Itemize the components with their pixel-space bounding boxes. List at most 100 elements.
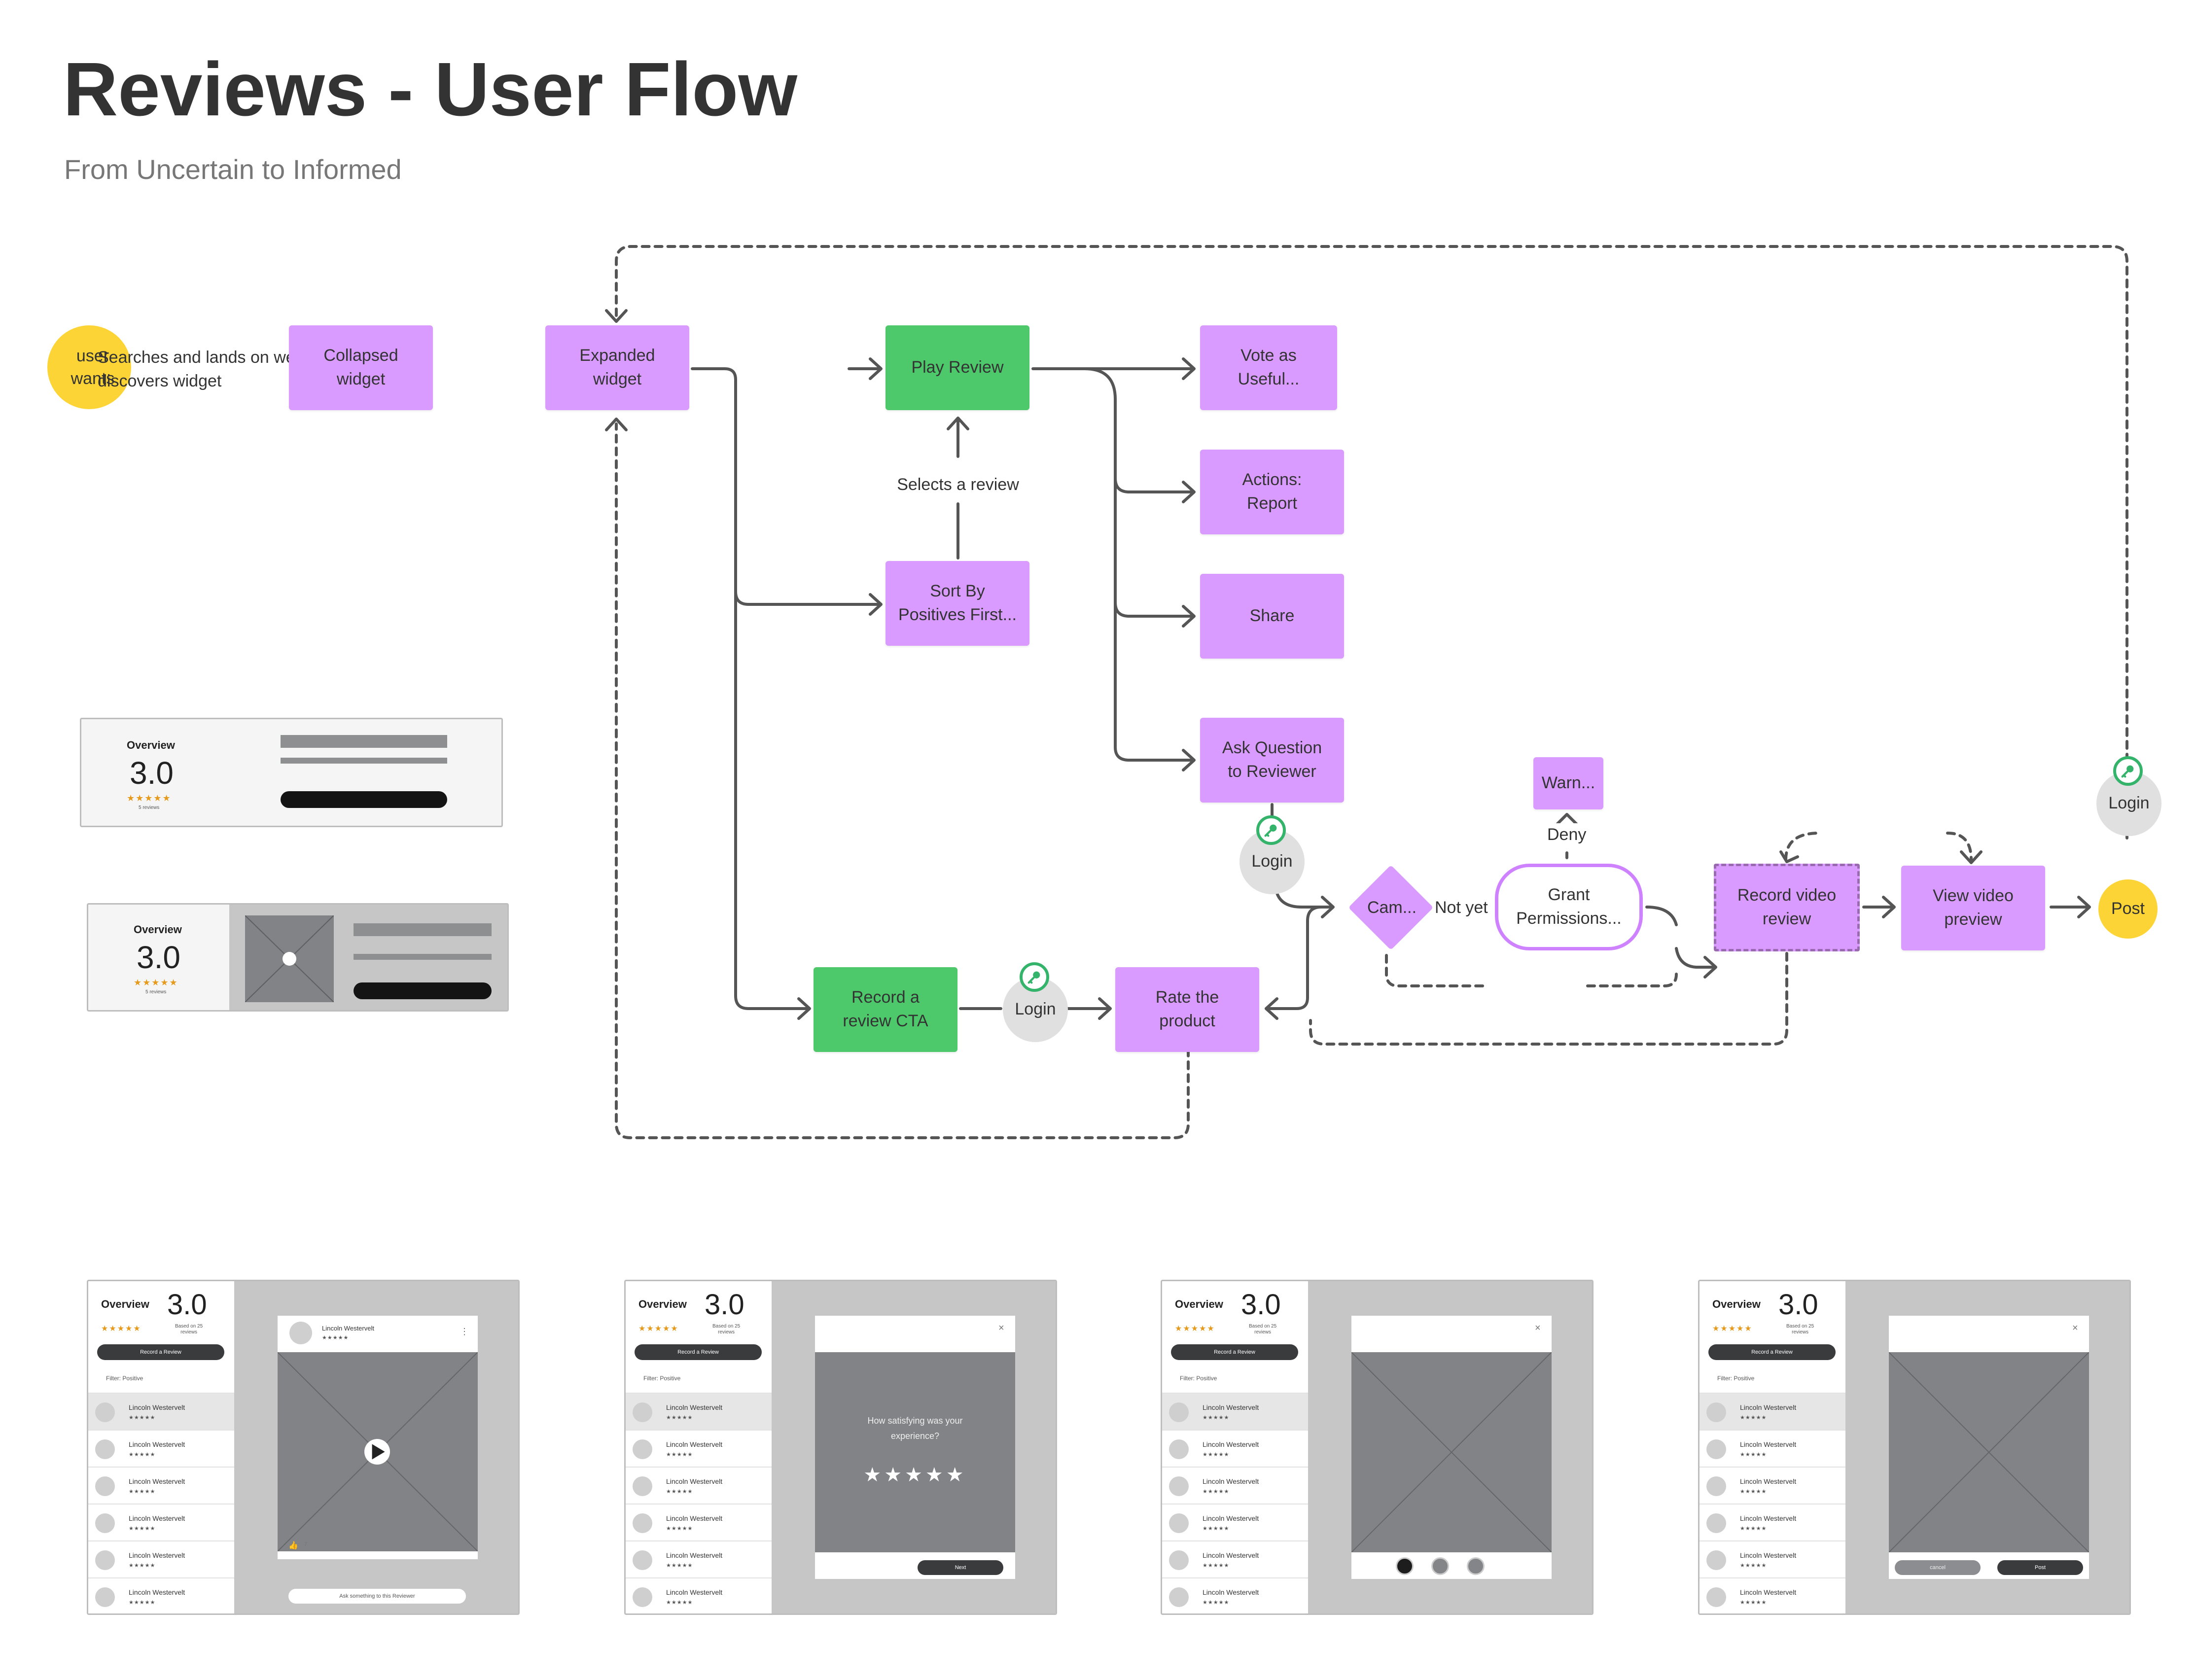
rating-stars[interactable]: ★★★★★ — [863, 1464, 967, 1486]
modal-card: × How satisfying was your experience?★★★★… — [815, 1316, 1015, 1579]
list-item[interactable]: Lincoln Westervelt★★★★★ — [88, 1393, 234, 1431]
sort-by-node[interactable]: Sort By Positives First... — [885, 561, 1029, 646]
overview-score: 3.0 — [167, 1289, 207, 1321]
ask-reviewer-button[interactable]: Ask something to this Reviewer — [288, 1589, 466, 1604]
close-icon[interactable]: × — [1535, 1323, 1541, 1333]
list-item[interactable]: Lincoln Westervelt★★★★★ — [626, 1540, 772, 1578]
play-review-node[interactable]: Play Review — [885, 325, 1029, 410]
collapsed-widget-wireframe: Overview 3.0 ★★★★★ 5 reviews — [80, 718, 503, 827]
cancel-button[interactable]: cancel — [1895, 1560, 1981, 1575]
more-icon[interactable]: ⋮ — [460, 1327, 469, 1336]
list-item[interactable]: Lincoln Westervelt★★★★★ — [88, 1430, 234, 1468]
avatar — [633, 1550, 652, 1570]
rate-product-node[interactable]: Rate the product — [1115, 967, 1259, 1052]
key-icon — [1256, 815, 1286, 845]
ask-question-node[interactable]: Ask Question to Reviewer — [1200, 718, 1344, 803]
page-subtitle: From Uncertain to Informed — [64, 154, 402, 185]
reviewer-stars: ★★★★★ — [1740, 1600, 1767, 1606]
next-button[interactable]: Next — [918, 1560, 1003, 1575]
login-ask-node[interactable]: Login — [1240, 829, 1305, 894]
list-item[interactable]: Lincoln Westervelt★★★★★ — [1162, 1540, 1308, 1578]
avatar — [633, 1439, 652, 1459]
list-item[interactable]: Lincoln Westervelt★★★★★ — [1162, 1467, 1308, 1505]
reviewer-name: Lincoln Westervelt — [1740, 1514, 1797, 1522]
list-item[interactable]: Lincoln Westervelt★★★★★ — [88, 1504, 234, 1541]
record-review-button[interactable]: Record a Review — [1708, 1344, 1836, 1360]
list-item[interactable]: Lincoln Westervelt★★★★★ — [1700, 1540, 1845, 1578]
reviewer-stars: ★★★★★ — [1740, 1415, 1767, 1421]
list-item[interactable]: Lincoln Westervelt★★★★★ — [88, 1467, 234, 1505]
edge-expanded-trunk — [691, 367, 810, 1010]
avatar — [95, 1587, 115, 1607]
list-item[interactable]: Lincoln Westervelt★★★★★ — [626, 1393, 772, 1431]
close-icon[interactable]: × — [2072, 1323, 2078, 1333]
list-item[interactable]: Lincoln Westervelt★★★★★ — [626, 1467, 772, 1505]
play-icon[interactable] — [364, 1439, 390, 1465]
reviewer-name: Lincoln Westervelt — [666, 1440, 723, 1448]
arrowhead-play — [869, 357, 883, 380]
list-item[interactable]: Lincoln Westervelt★★★★★ — [88, 1577, 234, 1613]
reviewer-name: Lincoln Westervelt — [129, 1403, 185, 1411]
list-item[interactable]: Lincoln Westervelt★★★★★ — [1700, 1430, 1845, 1468]
avatar — [1706, 1587, 1726, 1607]
record-control[interactable] — [1431, 1557, 1449, 1575]
grant-permissions-node[interactable]: Grant Permissions... — [1495, 864, 1643, 950]
list-item[interactable]: Lincoln Westervelt★★★★★ — [626, 1430, 772, 1468]
overview-score: 3.0 — [1778, 1289, 1818, 1321]
view-preview-node[interactable]: View video preview — [1901, 866, 2045, 950]
record-review-button[interactable]: Record a Review — [97, 1344, 224, 1360]
edge-rate-camera — [1265, 906, 1333, 1010]
list-item[interactable]: Lincoln Westervelt★★★★★ — [1700, 1393, 1845, 1431]
list-item[interactable]: Lincoln Westervelt★★★★★ — [1700, 1504, 1845, 1541]
reviewer-name: Lincoln Westervelt — [1740, 1477, 1797, 1485]
media-area: How satisfying was your experience?★★★★★ — [815, 1352, 1015, 1552]
list-item[interactable]: Lincoln Westervelt★★★★★ — [1700, 1467, 1845, 1505]
record-video-node[interactable]: Record video review — [1714, 864, 1860, 951]
list-item[interactable]: Lincoln Westervelt★★★★★ — [626, 1577, 772, 1613]
post-button[interactable]: Post — [1997, 1560, 2083, 1575]
reviewer-stars: ★★★★★ — [1203, 1452, 1230, 1458]
reviewer-name: Lincoln Westervelt — [1203, 1477, 1259, 1485]
avatar — [1169, 1587, 1189, 1607]
reviewer-name: Lincoln Westervelt — [1203, 1551, 1259, 1559]
play-icon[interactable] — [283, 952, 296, 966]
reviewer-name: Lincoln Westervelt — [1203, 1440, 1259, 1448]
list-item[interactable]: Lincoln Westervelt★★★★★ — [1162, 1577, 1308, 1613]
list-item[interactable]: Lincoln Westervelt★★★★★ — [1162, 1393, 1308, 1431]
share-node[interactable]: Share — [1200, 574, 1344, 659]
reviewer-stars: ★★★★★ — [129, 1489, 156, 1495]
list-item[interactable]: Lincoln Westervelt★★★★★ — [626, 1504, 772, 1541]
modal-card: × — [1351, 1316, 1552, 1579]
video-player[interactable] — [278, 1352, 478, 1551]
list-item[interactable]: Lincoln Westervelt★★★★★ — [88, 1540, 234, 1578]
record-cta-node[interactable]: Record a review CTA — [814, 967, 957, 1052]
record-review-button[interactable]: Record a Review — [635, 1344, 762, 1360]
list-item[interactable]: Lincoln Westervelt ★★★★★ — [1162, 1430, 1308, 1468]
record-control[interactable] — [1467, 1557, 1485, 1575]
overview-stars: ★★★★★ — [1175, 1325, 1215, 1333]
overview-stars: ★★★★★ — [101, 1325, 142, 1333]
reviewer-name: Lincoln Westervelt — [666, 1477, 723, 1485]
post-node[interactable]: Post — [2098, 879, 2158, 939]
edge-grant-record — [1645, 906, 1678, 926]
video-thumbnail[interactable] — [245, 915, 334, 1002]
list-item[interactable]: Lincoln Westervelt★★★★★ — [1700, 1577, 1845, 1613]
actions-report-node[interactable]: Actions: Report — [1200, 450, 1344, 534]
edge-rate-expanded — [615, 422, 1190, 1139]
expanded-widget-node[interactable]: Expanded widget — [545, 325, 689, 410]
vote-useful-node[interactable]: Vote as Useful... — [1200, 325, 1337, 410]
edge-trunk-sort — [734, 590, 882, 606]
arrowhead-expanded-top — [605, 309, 628, 323]
arrowhead-login-rate — [1098, 997, 1112, 1020]
list-item[interactable]: Lincoln Westervelt★★★★★ — [1162, 1504, 1308, 1541]
record-review-button[interactable]: Record a Review — [1171, 1344, 1298, 1360]
collapsed-widget-node[interactable]: Collapsed widget — [289, 325, 433, 410]
record-control[interactable] — [1396, 1557, 1414, 1575]
filter-label: Filter: Positive — [106, 1375, 143, 1382]
avatar — [633, 1587, 652, 1607]
thumbs-up-icon[interactable]: 👍 — [288, 1541, 298, 1550]
warn-node[interactable]: Warn... — [1533, 757, 1603, 809]
overview-stars: ★★★★★ — [638, 1325, 679, 1333]
close-icon[interactable]: × — [998, 1323, 1004, 1333]
